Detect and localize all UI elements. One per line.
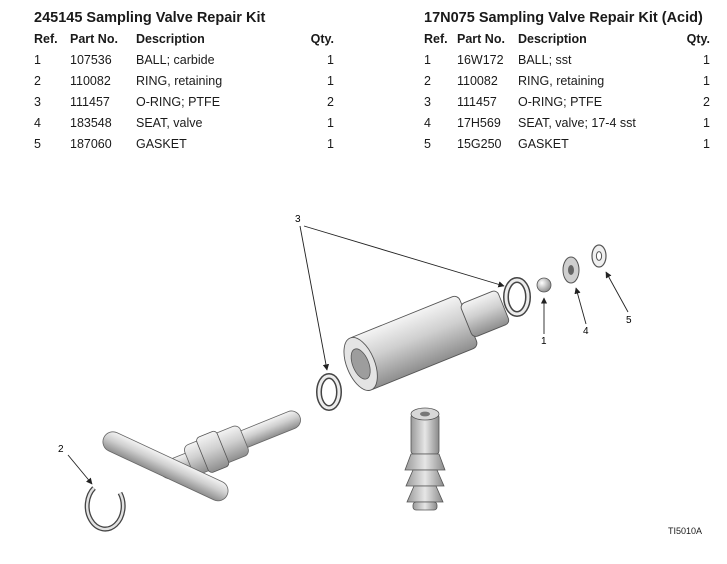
valve-seat [562, 256, 580, 284]
col-ref: Ref. [34, 32, 58, 46]
cell-desc: GASKET [136, 137, 187, 151]
col-part: Part No. [70, 32, 118, 46]
retaining-ring [84, 486, 126, 532]
kit-17n075: 17N075 Sampling Valve Repair Kit (Acid) … [424, 10, 710, 157]
table-row: 4 17H569 SEAT, valve; 17-4 sst 1 [424, 115, 710, 136]
cell-ref: 5 [424, 137, 431, 151]
table-row: 1 16W172 BALL; sst 1 [424, 52, 710, 73]
callout-4: 4 [583, 326, 589, 337]
cell-part: 15G250 [457, 137, 502, 151]
parts-table: Ref. Part No. Description Qty. 1 107536 … [34, 32, 334, 157]
table-row: 5 187060 GASKET 1 [34, 136, 334, 157]
cell-desc: GASKET [518, 137, 569, 151]
table-row: 2 110082 RING, retaining 1 [424, 73, 710, 94]
cell-part: 107536 [70, 53, 112, 67]
leader-lines [67, 225, 629, 485]
table-row: 3 111457 O-RING; PTFE 2 [34, 94, 334, 115]
cell-part: 187060 [70, 137, 112, 151]
cell-ref: 3 [34, 95, 41, 109]
cell-part: 111457 [70, 95, 110, 109]
table-row: 1 107536 BALL; carbide 1 [34, 52, 334, 73]
gasket [591, 244, 607, 268]
cell-qty: 1 [327, 137, 334, 151]
cell-qty: 1 [327, 74, 334, 88]
table-row: 2 110082 RING, retaining 1 [34, 73, 334, 94]
table-header-row: Ref. Part No. Description Qty. [34, 32, 334, 52]
valve-body [343, 290, 510, 391]
cell-part: 183548 [70, 116, 112, 130]
cell-qty: 1 [703, 74, 710, 88]
cell-ref: 2 [424, 74, 431, 88]
cell-qty: 1 [327, 53, 334, 67]
table-row: 5 15G250 GASKET 1 [424, 136, 710, 157]
cell-desc: SEAT, valve [136, 116, 203, 130]
cell-qty: 2 [703, 95, 710, 109]
col-desc: Description [518, 32, 587, 46]
col-ref: Ref. [424, 32, 448, 46]
cell-qty: 1 [327, 116, 334, 130]
cell-part: 17H569 [457, 116, 501, 130]
cell-qty: 1 [703, 137, 710, 151]
ball [536, 277, 552, 293]
cell-part: 111457 [457, 95, 497, 109]
cell-ref: 3 [424, 95, 431, 109]
cell-qty: 1 [703, 53, 710, 67]
cell-ref: 4 [424, 116, 431, 130]
exploded-view-diagram: 3 1 4 5 2 [58, 214, 632, 532]
col-qty: Qty. [310, 32, 334, 46]
col-qty: Qty. [686, 32, 710, 46]
cell-part: 110082 [457, 74, 498, 88]
cell-qty: 1 [703, 116, 710, 130]
cell-desc: SEAT, valve; 17-4 sst [518, 116, 636, 130]
callout-1: 1 [541, 336, 547, 347]
col-desc: Description [136, 32, 205, 46]
cell-desc: O-RING; PTFE [136, 95, 221, 109]
cell-desc: RING, retaining [136, 74, 223, 88]
cell-ref: 1 [34, 53, 41, 67]
figure-id: TI5010A [668, 526, 703, 536]
cell-ref: 5 [34, 137, 41, 151]
callout-5: 5 [626, 315, 632, 326]
col-part: Part No. [457, 32, 505, 46]
o-ring-right [503, 277, 531, 317]
callout-2: 2 [58, 444, 64, 455]
cell-desc: BALL; sst [518, 53, 572, 67]
cell-qty: 2 [327, 95, 334, 109]
kit-title: 17N075 Sampling Valve Repair Kit (Acid) [424, 10, 703, 26]
cell-ref: 1 [424, 53, 431, 67]
table-header-row: Ref. Part No. Description Qty. [424, 32, 710, 52]
kit-245145: 245145 Sampling Valve Repair Kit Ref. Pa… [34, 10, 334, 157]
callout-3: 3 [295, 214, 301, 225]
cell-part: 110082 [70, 74, 111, 88]
cell-part: 16W172 [457, 53, 504, 67]
cell-ref: 2 [34, 74, 41, 88]
o-ring-left [316, 373, 342, 411]
cell-desc: RING, retaining [518, 74, 605, 88]
valve-stem [102, 410, 301, 502]
cell-desc: O-RING; PTFE [518, 95, 603, 109]
hose-barb-fitting [404, 407, 446, 511]
cell-ref: 4 [34, 116, 41, 130]
table-row: 3 111457 O-RING; PTFE 2 [424, 94, 710, 115]
cell-desc: BALL; carbide [136, 53, 215, 67]
table-row: 4 183548 SEAT, valve 1 [34, 115, 334, 136]
parts-table: Ref. Part No. Description Qty. 1 16W172 … [424, 32, 710, 157]
kit-title: 245145 Sampling Valve Repair Kit [34, 10, 266, 26]
